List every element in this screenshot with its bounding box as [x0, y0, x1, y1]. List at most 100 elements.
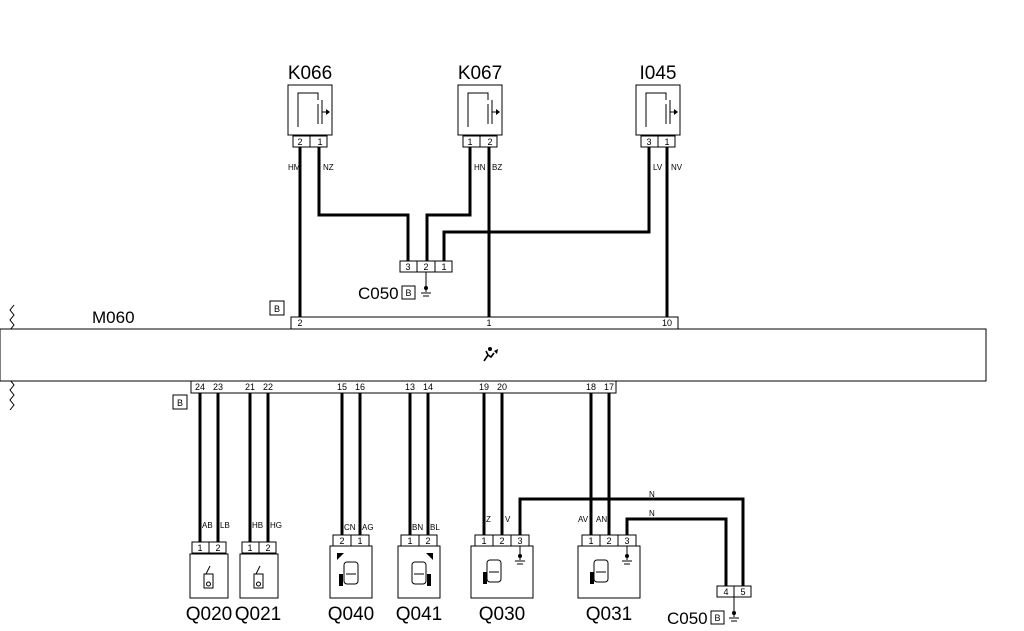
q020-pin: 2 — [215, 543, 220, 553]
k066-wire-label: NZ — [323, 163, 334, 172]
component-i045: I045 3 1 LV NV — [635, 63, 683, 172]
component-k067: K067 1 2 HN BZ — [457, 63, 503, 172]
q031-wire-label: AV — [578, 515, 589, 524]
m060-bottom-pin: 18 — [586, 382, 596, 392]
q020-box — [189, 553, 229, 599]
seat-occupancy-icon — [590, 559, 609, 584]
k067-wire-label: BZ — [492, 163, 502, 172]
m060-bottom-pin: 22 — [263, 382, 273, 392]
m060-top-tag-box — [269, 300, 285, 316]
m060-bottom-pin: 16 — [355, 382, 365, 392]
c050-top-tag-box — [401, 285, 416, 300]
seat-airbag-icon — [337, 553, 359, 586]
ground-icon — [421, 272, 431, 297]
c050-bottom-tag: B — [714, 613, 720, 623]
q021-pin: 2 — [265, 543, 270, 553]
q031-label: Q031 — [586, 604, 632, 625]
i045-wire-label: LV — [653, 163, 663, 172]
q030-pin: 2 — [499, 536, 504, 546]
c050-top-pin: 3 — [405, 262, 410, 272]
q040-pin: 2 — [339, 536, 344, 546]
q021-label: Q021 — [235, 604, 281, 625]
m060-top-pin: 1 — [486, 318, 491, 328]
wire-hn — [425, 147, 472, 261]
q020-label: Q020 — [186, 604, 232, 625]
m060-bottom-pin: 13 — [405, 382, 415, 392]
q040-wire-label: CN — [344, 523, 356, 532]
c050-top: 3 2 1 C050 B — [358, 260, 453, 303]
component-q030: Z V 1 2 3 Q030 — [470, 515, 534, 625]
module-m060: M060 B 2 1 10 B 24 23 21 22 15 16 13 14 … — [0, 300, 987, 411]
seat-airbag-icon — [411, 553, 433, 586]
airbag-icon — [483, 347, 498, 362]
ground-wire-label: N — [649, 509, 655, 518]
component-q020: AB LB 1 2 Q020 — [186, 521, 232, 625]
switch-icon — [297, 92, 330, 127]
wire-n-q030 — [518, 497, 745, 586]
k067-label: K067 — [458, 63, 502, 84]
wire-lv — [442, 147, 651, 261]
switch-icon — [645, 92, 678, 127]
k066-pin: 2 — [297, 137, 302, 147]
ground-icon — [729, 597, 739, 622]
i045-label: I045 — [640, 63, 677, 84]
q040-wire-label: AG — [362, 523, 374, 532]
c050-top-pin: 1 — [441, 262, 446, 272]
m060-bottom-pin: 20 — [497, 382, 507, 392]
i045-pin: 3 — [646, 137, 651, 147]
m060-bottom-tag: B — [177, 398, 183, 408]
ground-icon — [622, 546, 632, 565]
q031-box — [577, 545, 641, 599]
c050-bottom-label: C050 — [667, 609, 708, 628]
c050-bottom-tag-box — [710, 610, 725, 625]
q021-box — [239, 553, 279, 599]
q021-pin: 1 — [247, 543, 252, 553]
q040-pin: 1 — [357, 536, 362, 546]
c050-bottom-pin: 5 — [740, 587, 745, 597]
i045-pin: 1 — [664, 137, 669, 147]
m060-bottom-pin: 23 — [213, 382, 223, 392]
k067-pin: 1 — [467, 137, 472, 147]
m060-top-pin: 10 — [662, 318, 672, 328]
q041-box — [397, 545, 441, 599]
component-q031: AV AN 1 2 3 Q031 — [577, 515, 641, 625]
c050-bottom: 4 5 C050 B — [667, 585, 752, 628]
q040-box — [329, 545, 373, 599]
q040-label: Q040 — [328, 604, 374, 625]
i045-wire-label: NV — [671, 163, 683, 172]
k066-pin: 1 — [317, 137, 322, 147]
q030-wire-label: V — [505, 515, 511, 524]
m060-label: M060 — [92, 308, 135, 327]
q030-pin: 3 — [517, 536, 522, 546]
k067-pin: 2 — [487, 137, 492, 147]
q031-pin: 3 — [624, 536, 629, 546]
m060-top-tag: B — [274, 304, 280, 314]
m060-bottom-pin: 19 — [479, 382, 489, 392]
ground-icon — [515, 546, 525, 565]
component-k066: K066 2 1 HM NZ — [287, 63, 334, 172]
c050-top-tag: B — [405, 288, 411, 298]
c050-top-label: C050 — [358, 284, 399, 303]
q030-label: Q030 — [479, 604, 525, 625]
component-q040: CN AG 2 1 Q040 — [328, 523, 374, 625]
seat-occupancy-icon — [483, 559, 502, 584]
switch-icon — [467, 92, 500, 127]
q031-wire-label: AN — [596, 515, 607, 524]
seatbelt-pretensioner-icon — [253, 565, 264, 589]
component-q041: BN BL 1 2 Q041 — [396, 523, 442, 625]
m060-bottom-tag-box — [172, 394, 188, 410]
q021-wire-label: HG — [270, 521, 282, 530]
m060-bottom-pin: 24 — [195, 382, 205, 392]
q020-pin: 1 — [197, 543, 202, 553]
wire-n-q031 — [625, 517, 728, 586]
k066-wire-label: HM — [288, 163, 301, 172]
c050-bottom-pin: 4 — [723, 587, 728, 597]
q030-box — [470, 545, 534, 599]
q031-pin: 2 — [606, 536, 611, 546]
q041-pin: 2 — [425, 536, 430, 546]
q020-wire-label: AB — [202, 521, 213, 530]
q041-wire-label: BL — [430, 523, 440, 532]
m060-bottom-pin: 17 — [604, 382, 614, 392]
k066-label: K066 — [288, 63, 332, 84]
